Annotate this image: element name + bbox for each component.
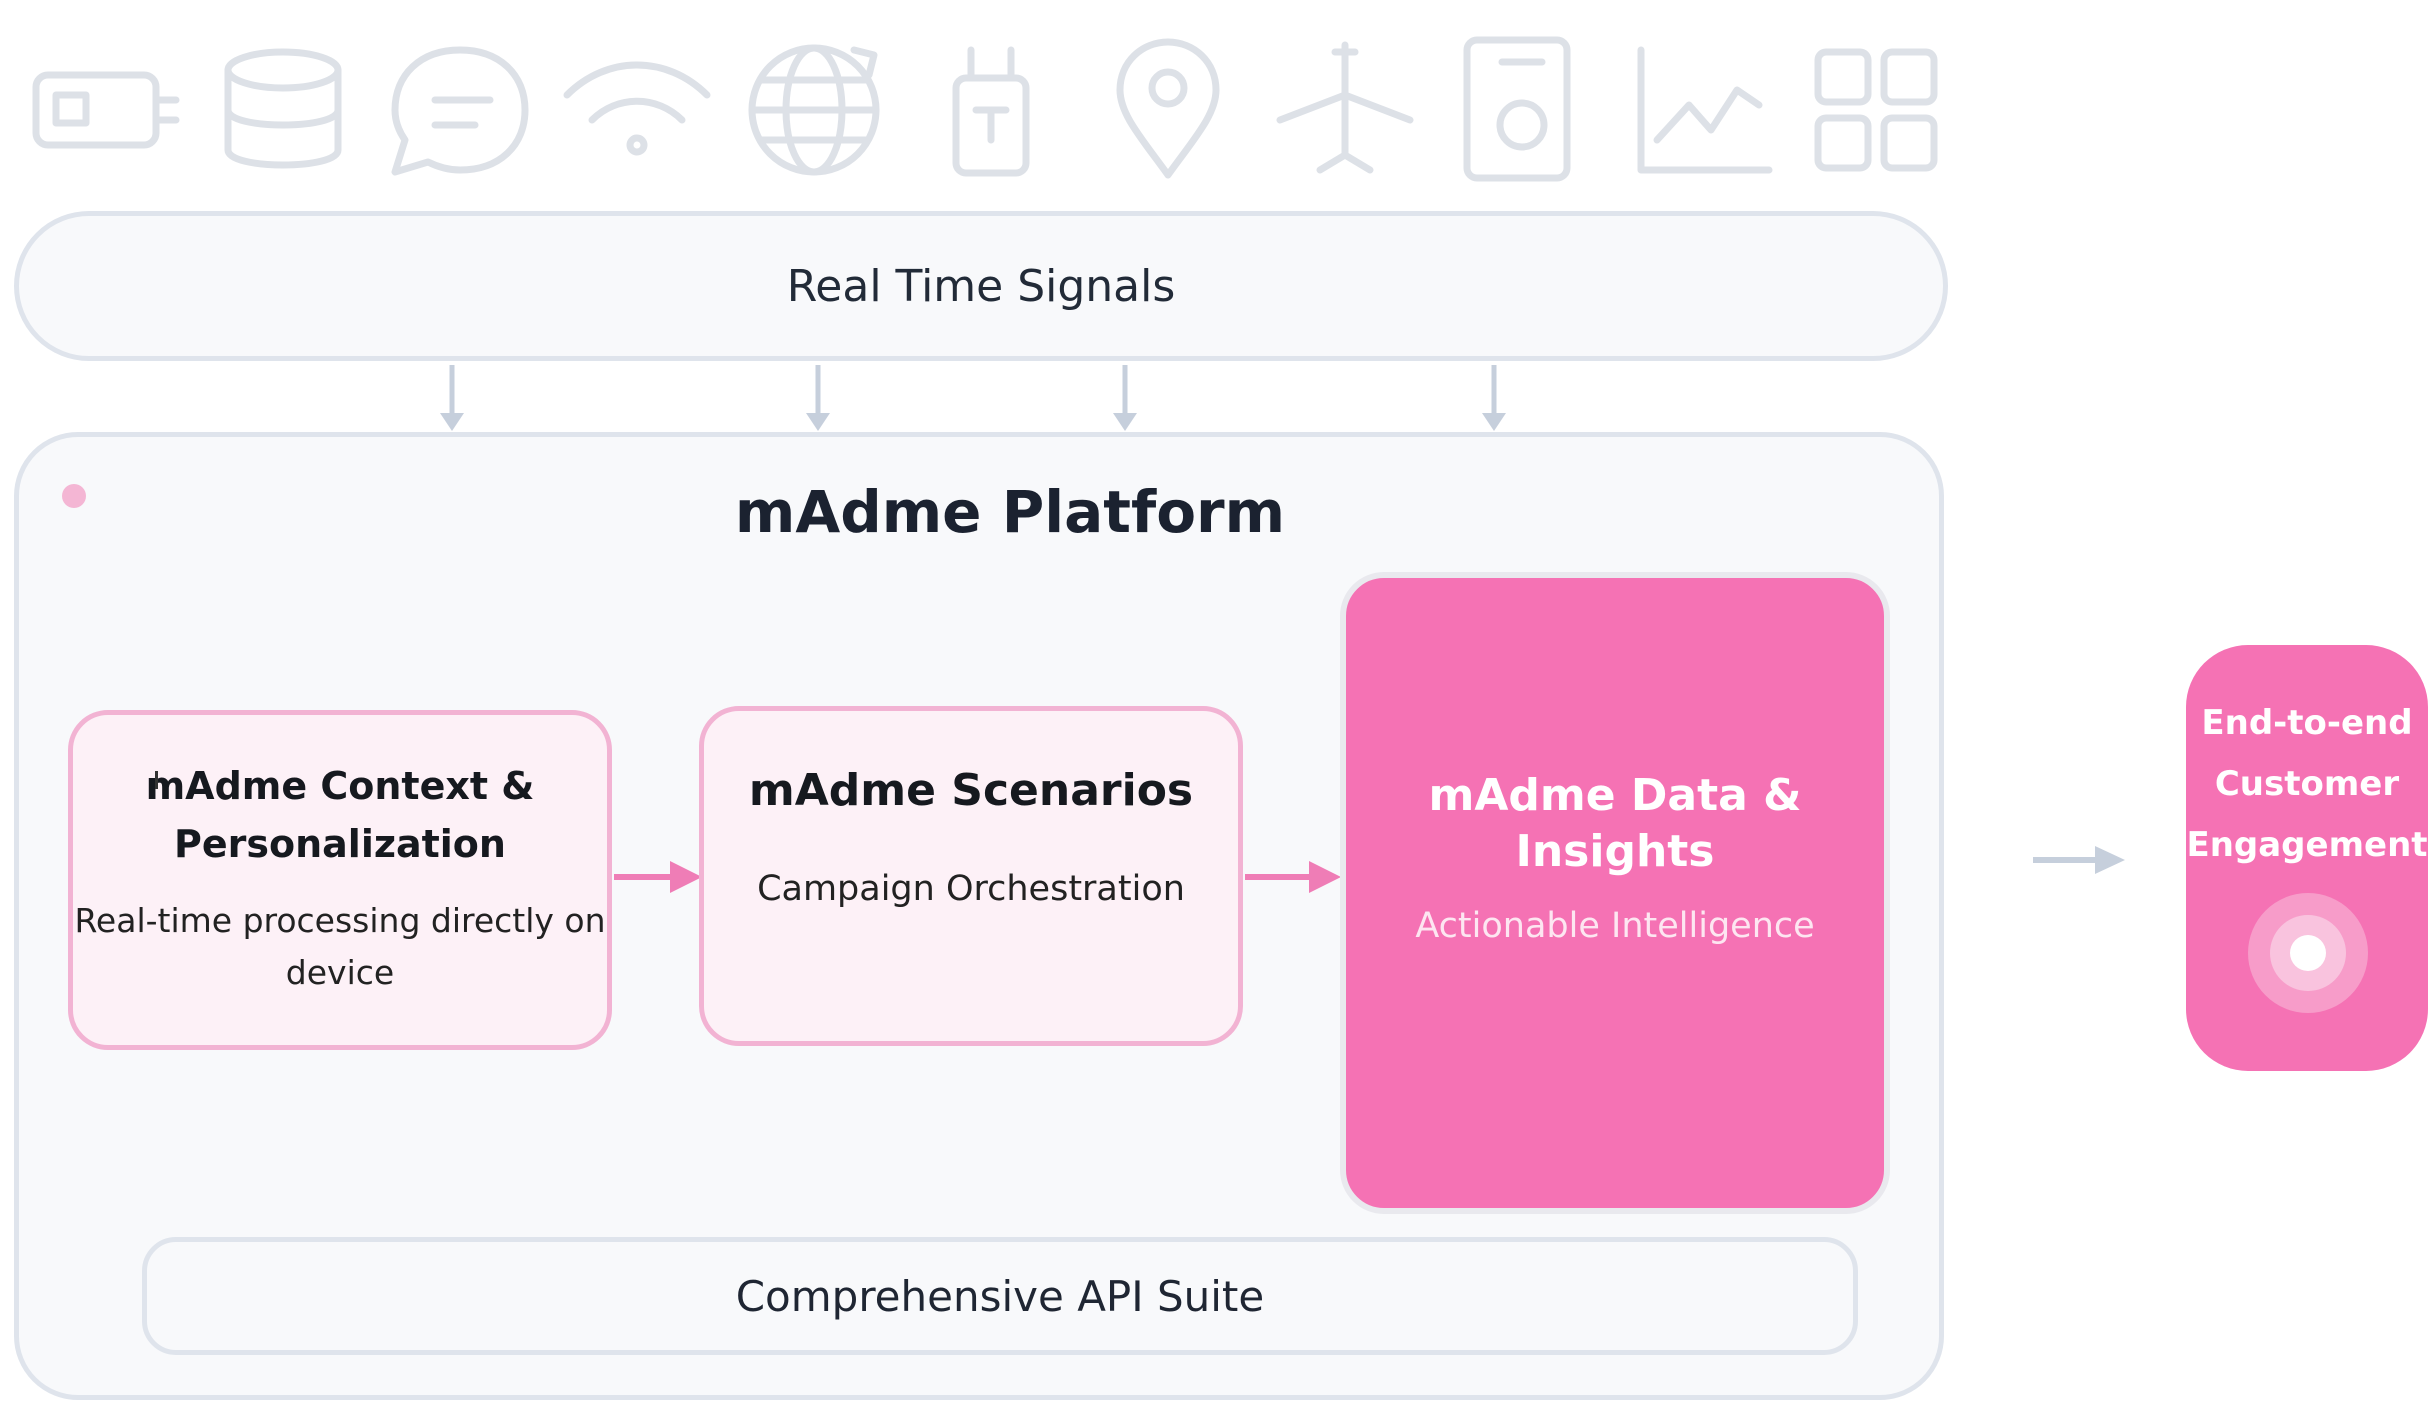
chat-icon [380, 30, 540, 190]
context-personalization-card: mAdme Context & Personalization Real-tim… [68, 710, 612, 1050]
engagement-label: End-to-end Customer Engagement [2186, 703, 2428, 865]
data-insights-card: mAdme Data & Insights Actionable Intelli… [1340, 572, 1890, 1214]
scenarios-card-title: mAdme Scenarios [748, 765, 1194, 816]
signal-icon-row [0, 0, 2436, 190]
airplane-icon [1265, 30, 1425, 190]
api-suite-label: Comprehensive API Suite [735, 1271, 1265, 1321]
context-card-title: mAdme Context & Personalization [145, 764, 535, 866]
target-icon [2248, 893, 2368, 1013]
line-chart-icon [1619, 30, 1779, 190]
usb-icon [911, 30, 1071, 190]
wifi-icon [557, 30, 717, 190]
scenarios-card-subtitle: Campaign Orchestration [757, 869, 1185, 909]
battery-icon [26, 30, 186, 190]
real-time-signals-bar: Real Time Signals [14, 211, 1948, 361]
speaker-icon [1442, 30, 1602, 190]
grid-icon [1796, 30, 1956, 190]
real-time-signals-label: Real Time Signals [786, 260, 1176, 312]
customer-engagement-card: End-to-end Customer Engagement [2186, 645, 2428, 1071]
output-arrow-right [2033, 840, 2128, 880]
platform-title: mAdme Platform [734, 478, 1286, 546]
status-dot [62, 484, 86, 508]
flow-arrow-right [614, 857, 704, 897]
text-cursor-mark [155, 771, 158, 789]
flow-arrow-right [1245, 857, 1343, 897]
location-pin-icon [1088, 30, 1248, 190]
signal-arrow-down [1479, 365, 1509, 435]
signal-arrow-down [437, 365, 467, 435]
context-card-subtitle: Real-time processing directly on device [74, 901, 606, 992]
api-suite-bar: Comprehensive API Suite [142, 1237, 1858, 1355]
data-card-title: mAdme Data & Insights [1428, 770, 1802, 877]
signal-arrow-down [1110, 365, 1140, 435]
data-card-subtitle: Actionable Intelligence [1415, 906, 1815, 946]
scenarios-card: mAdme Scenarios Campaign Orchestration [699, 706, 1243, 1046]
database-icon [203, 30, 363, 190]
signal-arrow-down [803, 365, 833, 435]
globe-icon [734, 30, 894, 190]
